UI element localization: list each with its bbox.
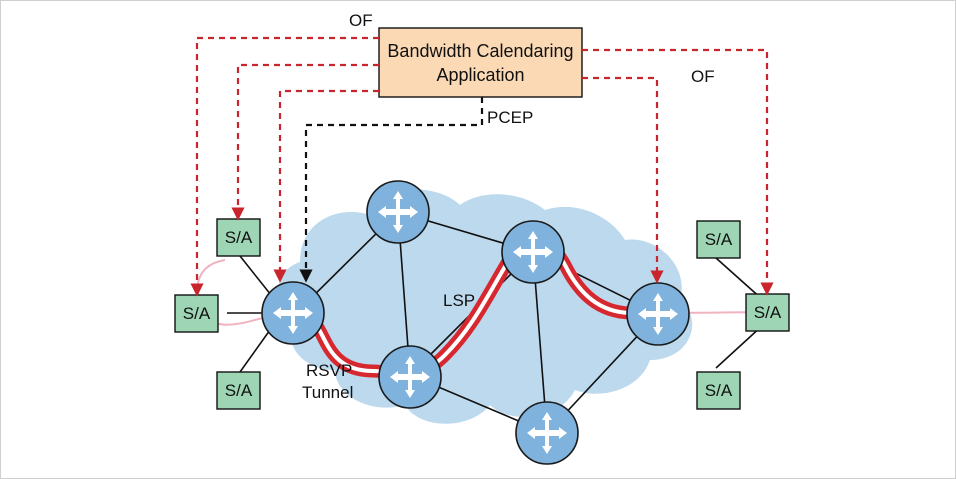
of-link-sa-left-mid bbox=[190, 36, 379, 297]
link-sa-left-bottom bbox=[239, 329, 271, 373]
of-link-router-left bbox=[273, 89, 379, 283]
router-left[interactable] bbox=[261, 281, 325, 345]
label-of-left: OF bbox=[349, 11, 373, 30]
router-bottom[interactable] bbox=[515, 401, 579, 465]
sa-left-top[interactable]: S/A bbox=[216, 218, 261, 257]
label-tunnel: Tunnel bbox=[302, 383, 353, 402]
label-lsp: LSP bbox=[443, 291, 475, 310]
sa-boxes: S/A S/A S/A S/A S/A S/A bbox=[174, 218, 790, 410]
sa-right-top-label: S/A bbox=[705, 230, 733, 249]
sa-left-top-label: S/A bbox=[225, 228, 253, 247]
router-mid[interactable] bbox=[378, 345, 442, 409]
pcep-connection bbox=[299, 97, 484, 283]
sa-right-mid[interactable]: S/A bbox=[745, 293, 790, 332]
of-link-router-right bbox=[582, 76, 664, 284]
label-rsvp: RSVP bbox=[306, 361, 352, 380]
sa-right-top[interactable]: S/A bbox=[696, 220, 741, 259]
bandwidth-calendaring-application[interactable]: Bandwidth Calendaring Application bbox=[378, 27, 583, 98]
router-right[interactable] bbox=[626, 282, 690, 346]
of-link-sa-right-mid bbox=[582, 48, 774, 296]
sa-left-bottom[interactable]: S/A bbox=[216, 371, 261, 410]
app-label-line1: Bandwidth Calendaring bbox=[387, 41, 573, 61]
sa-right-bottom-label: S/A bbox=[705, 381, 733, 400]
of-link-sa-left-top bbox=[231, 63, 379, 221]
label-of-right: OF bbox=[691, 67, 715, 86]
link-sa-right-bottom bbox=[715, 324, 764, 369]
label-pcep: PCEP bbox=[487, 108, 533, 127]
sa-left-bottom-label: S/A bbox=[225, 381, 253, 400]
openflow-connections bbox=[190, 36, 774, 297]
sa-left-mid-label: S/A bbox=[183, 304, 211, 323]
router-top[interactable] bbox=[366, 180, 430, 244]
routers bbox=[261, 180, 690, 465]
sa-right-bottom[interactable]: S/A bbox=[696, 371, 741, 410]
router-upper-right[interactable] bbox=[501, 220, 565, 284]
rsvp-tunnel bbox=[289, 233, 637, 380]
link-sa-right-top bbox=[715, 257, 764, 301]
sa-right-mid-label: S/A bbox=[754, 303, 782, 322]
app-label-line2: Application bbox=[436, 65, 524, 85]
sa-left-mid[interactable]: S/A bbox=[174, 294, 219, 333]
